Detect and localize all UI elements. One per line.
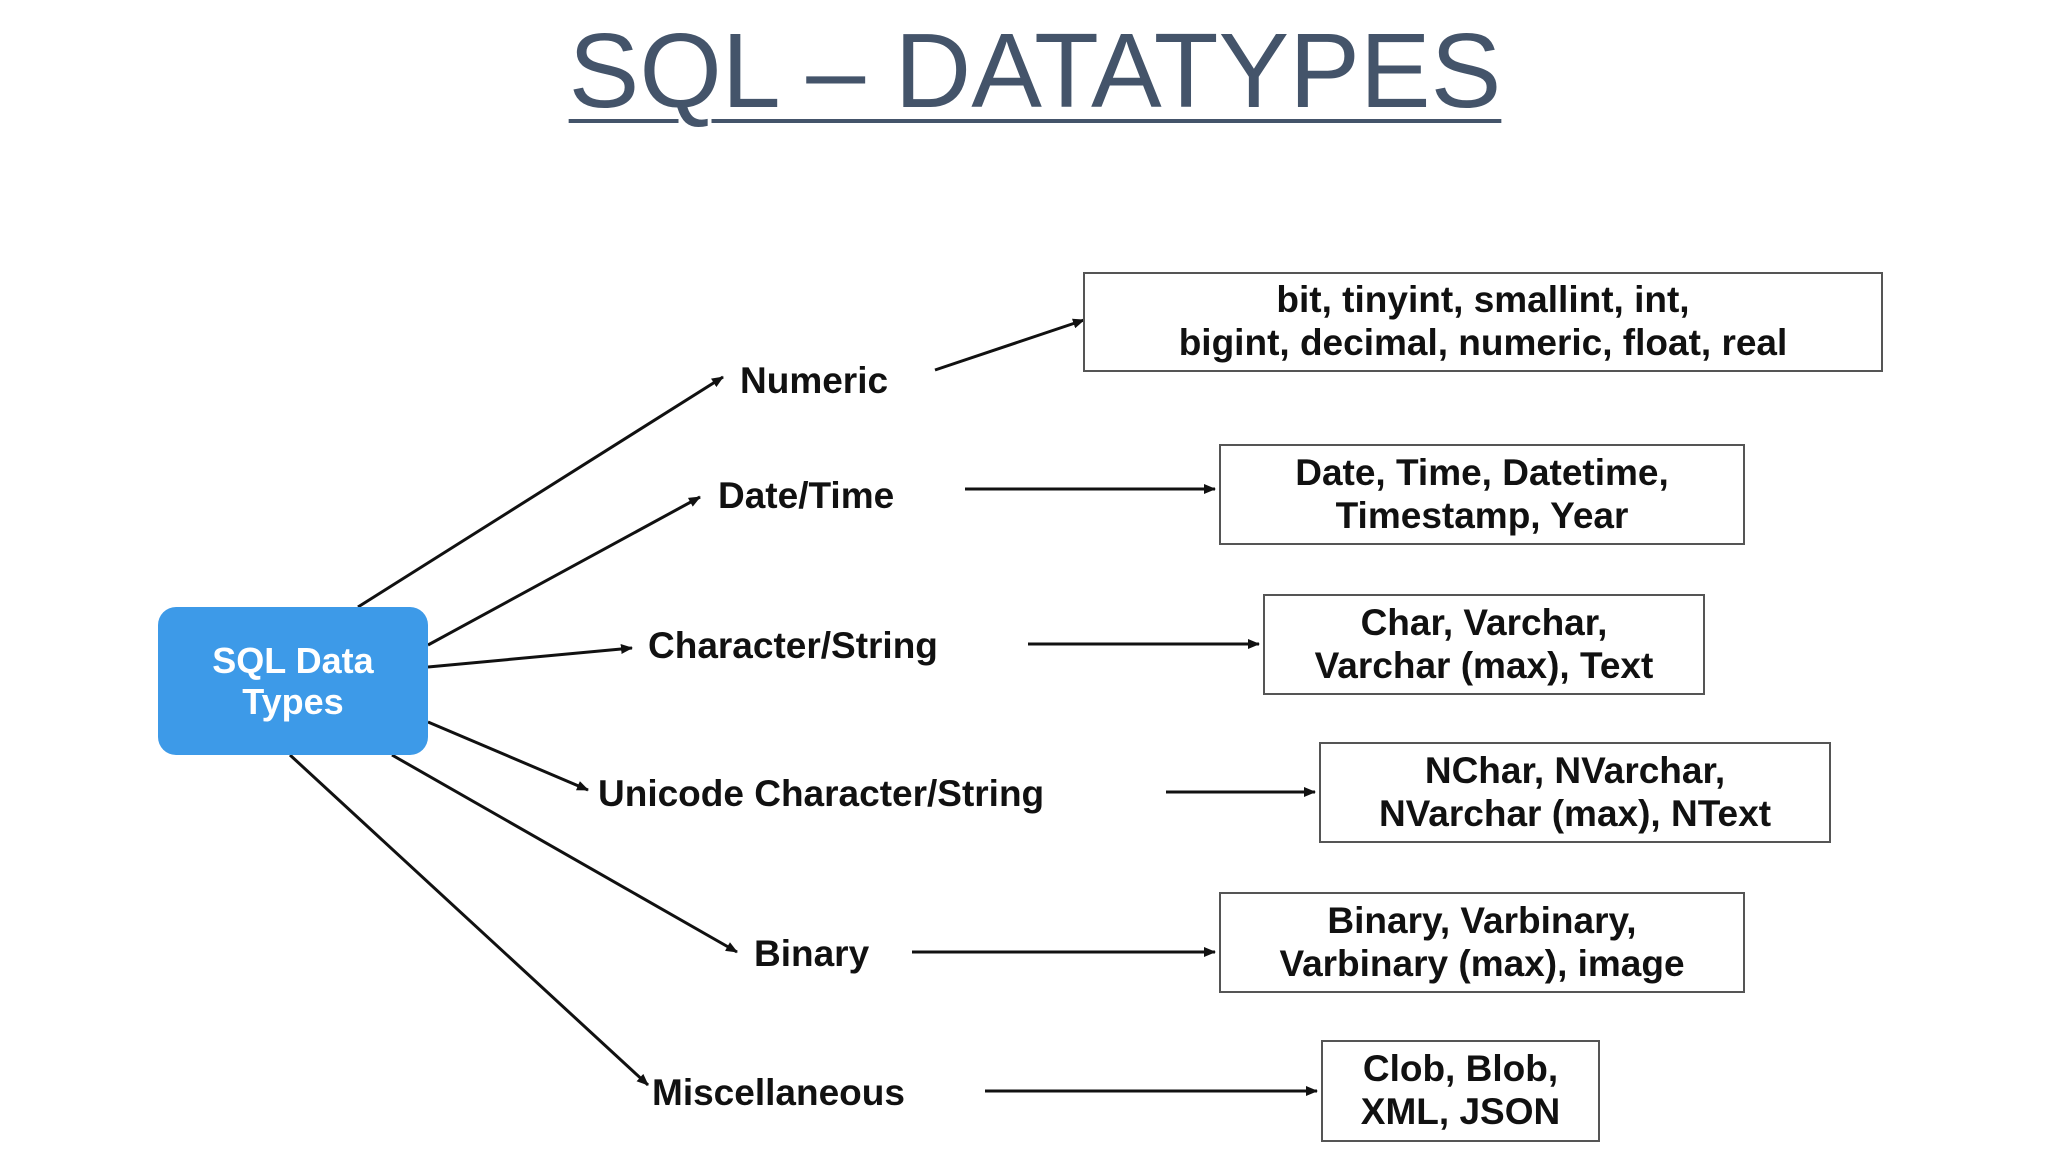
type-box-character-string: Char, Varchar, Varchar (max), Text [1263,594,1705,695]
category-label-unicode-character-string: Unicode Character/String [598,773,1045,814]
category-label-numeric: Numeric [740,360,889,401]
connector-root-datetime [427,495,701,647]
type-box-unicode-character-string: NChar, NVarchar, NVarchar (max), NText [1319,742,1831,843]
category-label-character-string: Character/String [648,625,938,666]
type-box-binary: Binary, Varbinary, Varbinary (max), imag… [1219,892,1745,993]
category-label-datetime: Date/Time [718,475,895,516]
connector-numeric-box [934,318,1085,372]
type-box-datetime: Date, Time, Datetime, Timestamp, Year [1219,444,1745,545]
connector-root-unicode [427,720,589,792]
connector-root-misc [288,753,650,1087]
connector-root-character [427,644,633,669]
root-node-sql-data-types: SQL Data Types [158,607,428,755]
category-label-miscellaneous: Miscellaneous [652,1072,905,1113]
connector-root-numeric [357,375,724,609]
category-label-binary: Binary [754,933,870,974]
slide-title: SQL – DATATYPES [568,12,1502,130]
connector-root-binary [391,753,738,954]
type-box-numeric: bit, tinyint, smallint, int, bigint, dec… [1083,272,1883,372]
type-box-miscellaneous: Clob, Blob, XML, JSON [1321,1040,1600,1142]
